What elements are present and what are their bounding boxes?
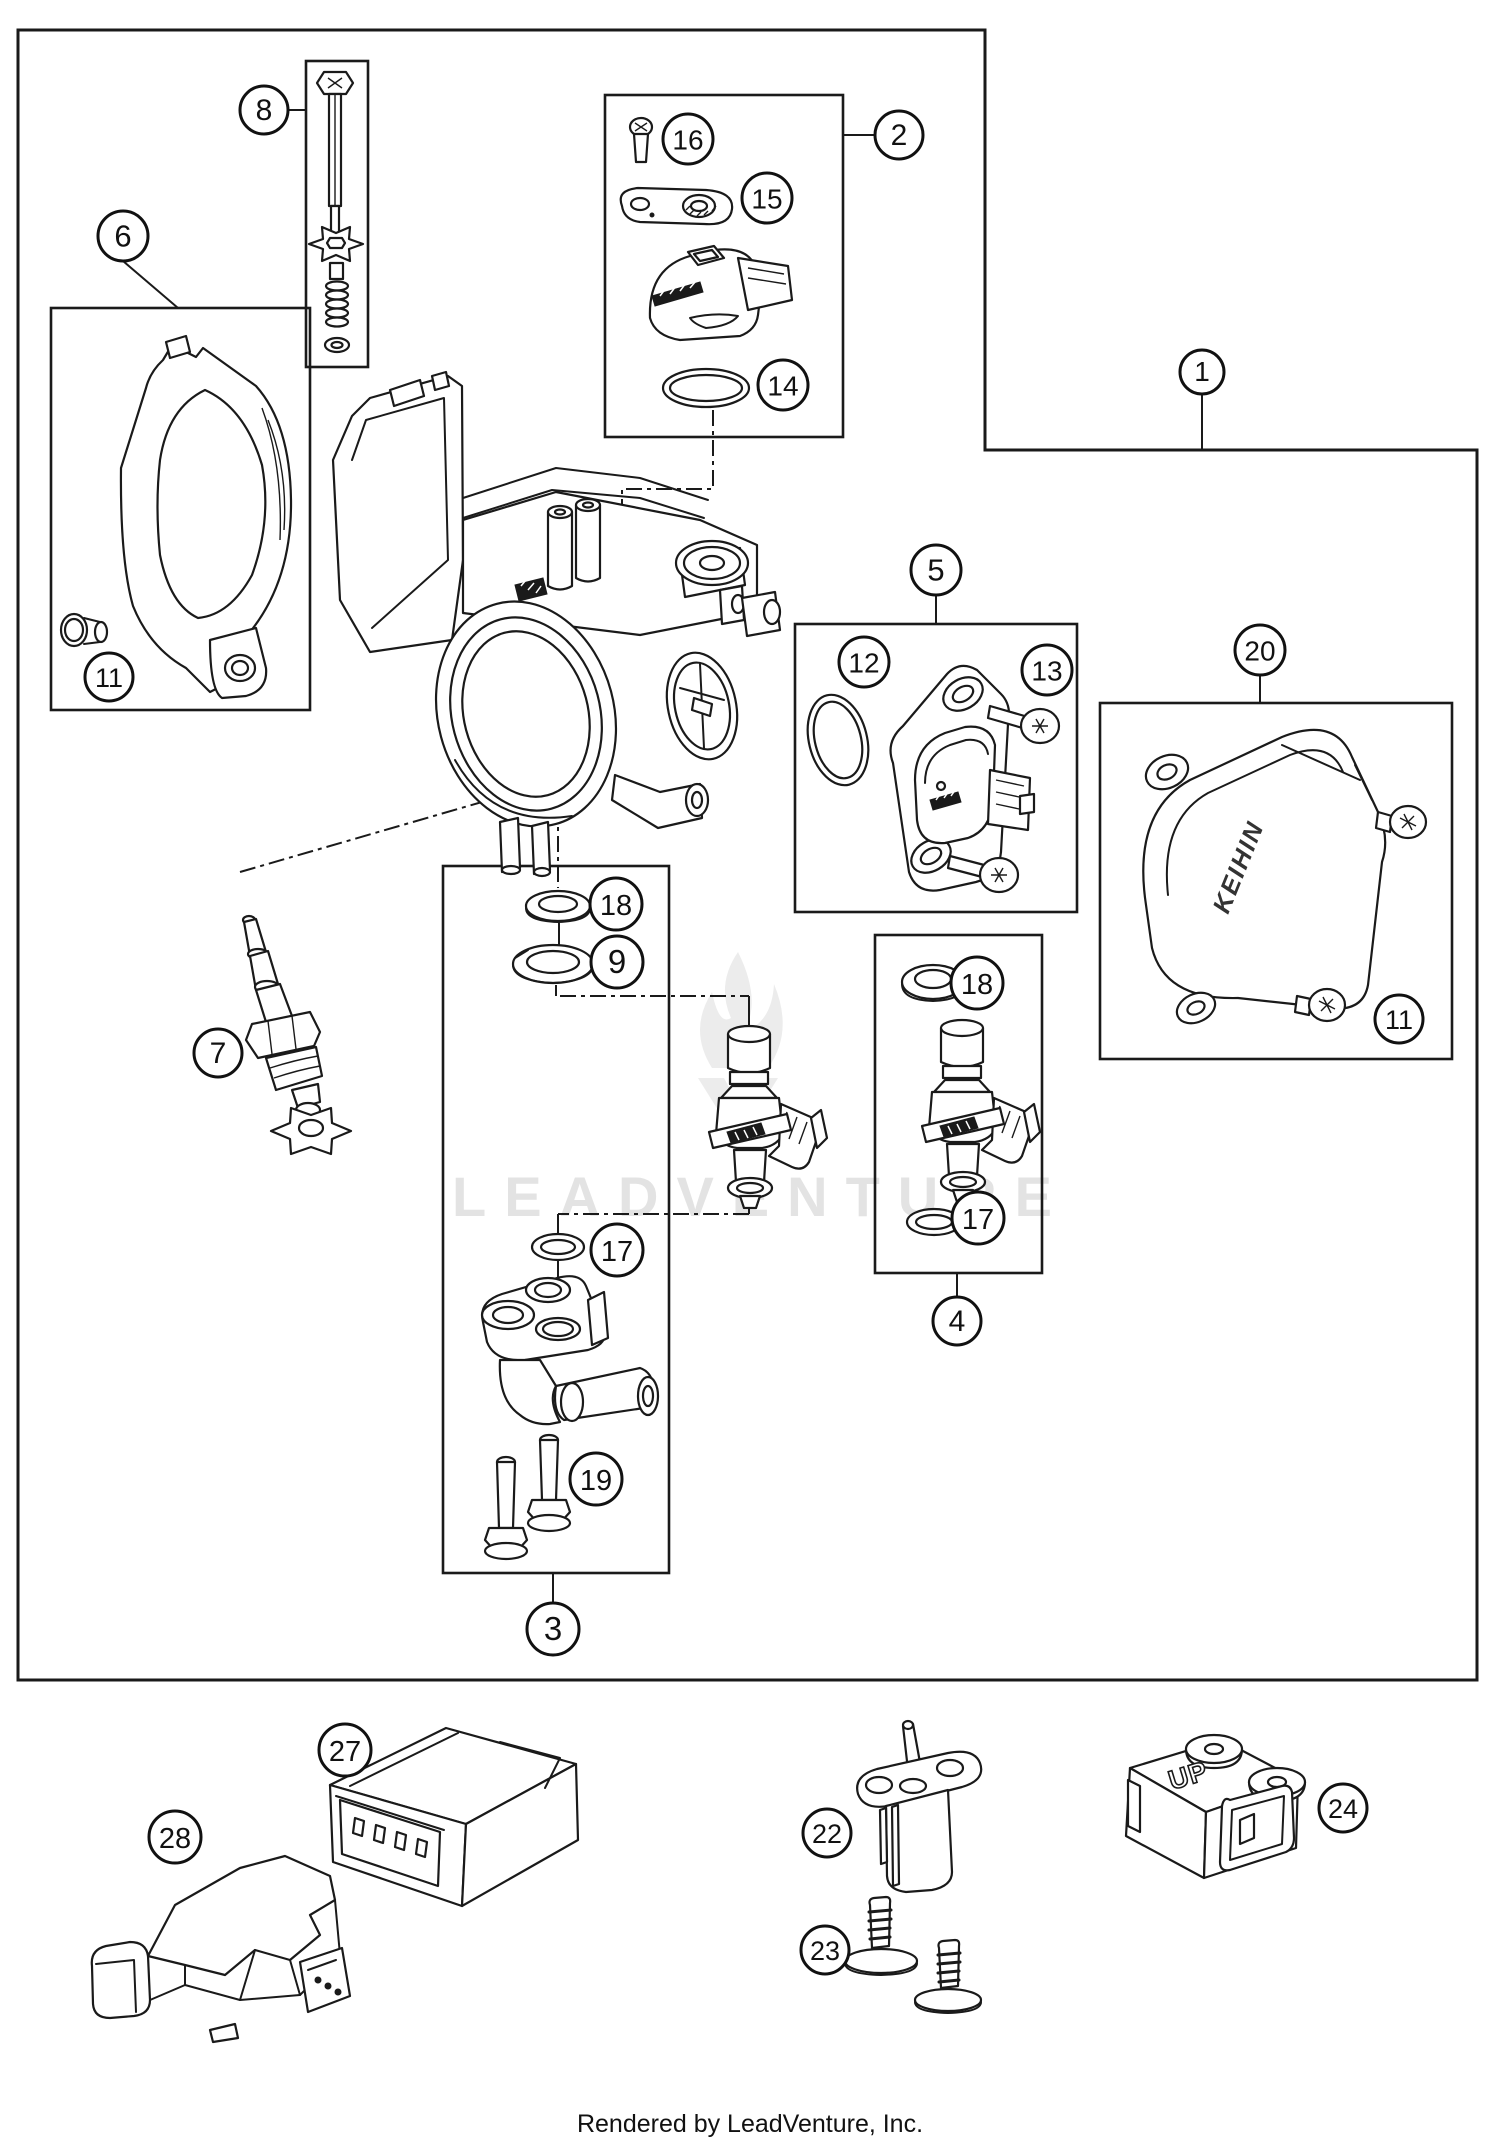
- callout-18: 18: [949, 955, 1005, 1011]
- part-idle-screw-kit-drawing: [307, 70, 365, 354]
- part-control-unit-drawing: [90, 1854, 352, 2044]
- callout-5: 5: [909, 543, 963, 597]
- svg-text:22: 22: [812, 1819, 842, 1849]
- svg-text:28: 28: [159, 1823, 191, 1855]
- callout-14: 14: [756, 358, 810, 412]
- svg-text:20: 20: [1244, 636, 1275, 667]
- svg-text:7: 7: [210, 1037, 227, 1070]
- callout-16: 16: [661, 112, 715, 166]
- part-position-sensor-kit-drawing: [806, 664, 1061, 894]
- callout-13: 13: [1020, 643, 1074, 697]
- group-box-8: [304, 59, 370, 369]
- callout-11: 11: [83, 651, 135, 703]
- part-temp-sensor-drawing: [856, 1719, 983, 1894]
- callout-22: 22: [801, 1807, 853, 1859]
- part-connector-holder-drawing: UP: [1124, 1733, 1307, 1880]
- group-boxes: [49, 59, 1454, 1575]
- footer-credit: Rendered by LeadVenture, Inc.: [576, 2110, 924, 2138]
- callout-24: 24: [1317, 1782, 1369, 1834]
- svg-text:27: 27: [329, 1736, 361, 1768]
- callout-6: 6: [96, 209, 150, 263]
- group-box-4: [873, 933, 1044, 1275]
- svg-text:11: 11: [1385, 1005, 1413, 1035]
- svg-text:13: 13: [1031, 656, 1062, 687]
- svg-text:11: 11: [95, 663, 123, 693]
- callout-9: 9: [589, 934, 645, 990]
- svg-text:9: 9: [608, 943, 626, 980]
- callout-27: 27: [317, 1722, 373, 1778]
- callout-3: 3: [525, 1601, 581, 1657]
- callout-1: 1: [1178, 348, 1226, 396]
- part-fuel-line-kit-drawing: [480, 889, 660, 1561]
- callout-4: 4: [931, 1295, 983, 1347]
- svg-text:3: 3: [544, 1610, 562, 1647]
- svg-text:2: 2: [891, 119, 908, 152]
- callout-20: 20: [1233, 623, 1287, 677]
- part-cover-gasket-drawing: [59, 334, 293, 700]
- callout-17: 17: [950, 1190, 1006, 1246]
- part-screw-set-drawing: [843, 1895, 983, 2014]
- svg-text:5: 5: [927, 553, 944, 588]
- svg-text:16: 16: [672, 125, 703, 156]
- svg-text:12: 12: [848, 648, 879, 679]
- group-box-3: [441, 864, 671, 1575]
- part-idle-adjuster-drawing: [241, 914, 353, 1156]
- svg-text:24: 24: [1328, 1794, 1358, 1824]
- callout-7: 7: [192, 1027, 244, 1079]
- svg-text:19: 19: [580, 1465, 612, 1497]
- part-throttle-cover-drawing: KEIHIN: [1142, 728, 1428, 1025]
- callout-23: 23: [799, 1924, 851, 1976]
- svg-text:15: 15: [751, 184, 782, 215]
- callout-19: 19: [568, 1451, 624, 1507]
- svg-text:6: 6: [114, 219, 131, 254]
- callout-18: 18: [588, 876, 644, 932]
- svg-text:18: 18: [600, 890, 632, 922]
- svg-text:8: 8: [256, 94, 273, 127]
- callout-15: 15: [740, 171, 794, 225]
- group-box-20: [1098, 701, 1454, 1061]
- svg-text:17: 17: [962, 1204, 994, 1236]
- svg-text:1: 1: [1194, 356, 1210, 387]
- callout-17: 17: [589, 1222, 645, 1278]
- svg-text:18: 18: [961, 969, 993, 1001]
- part-throttle-body-drawing: [331, 370, 782, 878]
- group-box-2: [603, 93, 845, 439]
- main-frame-border: [16, 28, 1479, 1682]
- svg-text:23: 23: [810, 1936, 840, 1966]
- part-injector-kit-drawing: [900, 963, 1042, 1237]
- group-box-6: [49, 306, 312, 712]
- callout-11: 11: [1373, 993, 1425, 1045]
- svg-text:14: 14: [767, 371, 798, 402]
- callout-8: 8: [238, 84, 290, 136]
- part-throttle-sensor-kit-drawing: [619, 116, 794, 409]
- svg-text:4: 4: [949, 1305, 966, 1338]
- callout-2: 2: [873, 109, 925, 161]
- callout-12: 12: [837, 635, 891, 689]
- svg-text:17: 17: [601, 1236, 633, 1268]
- part-ecu-drawing: [328, 1726, 580, 1908]
- callout-28: 28: [147, 1809, 203, 1865]
